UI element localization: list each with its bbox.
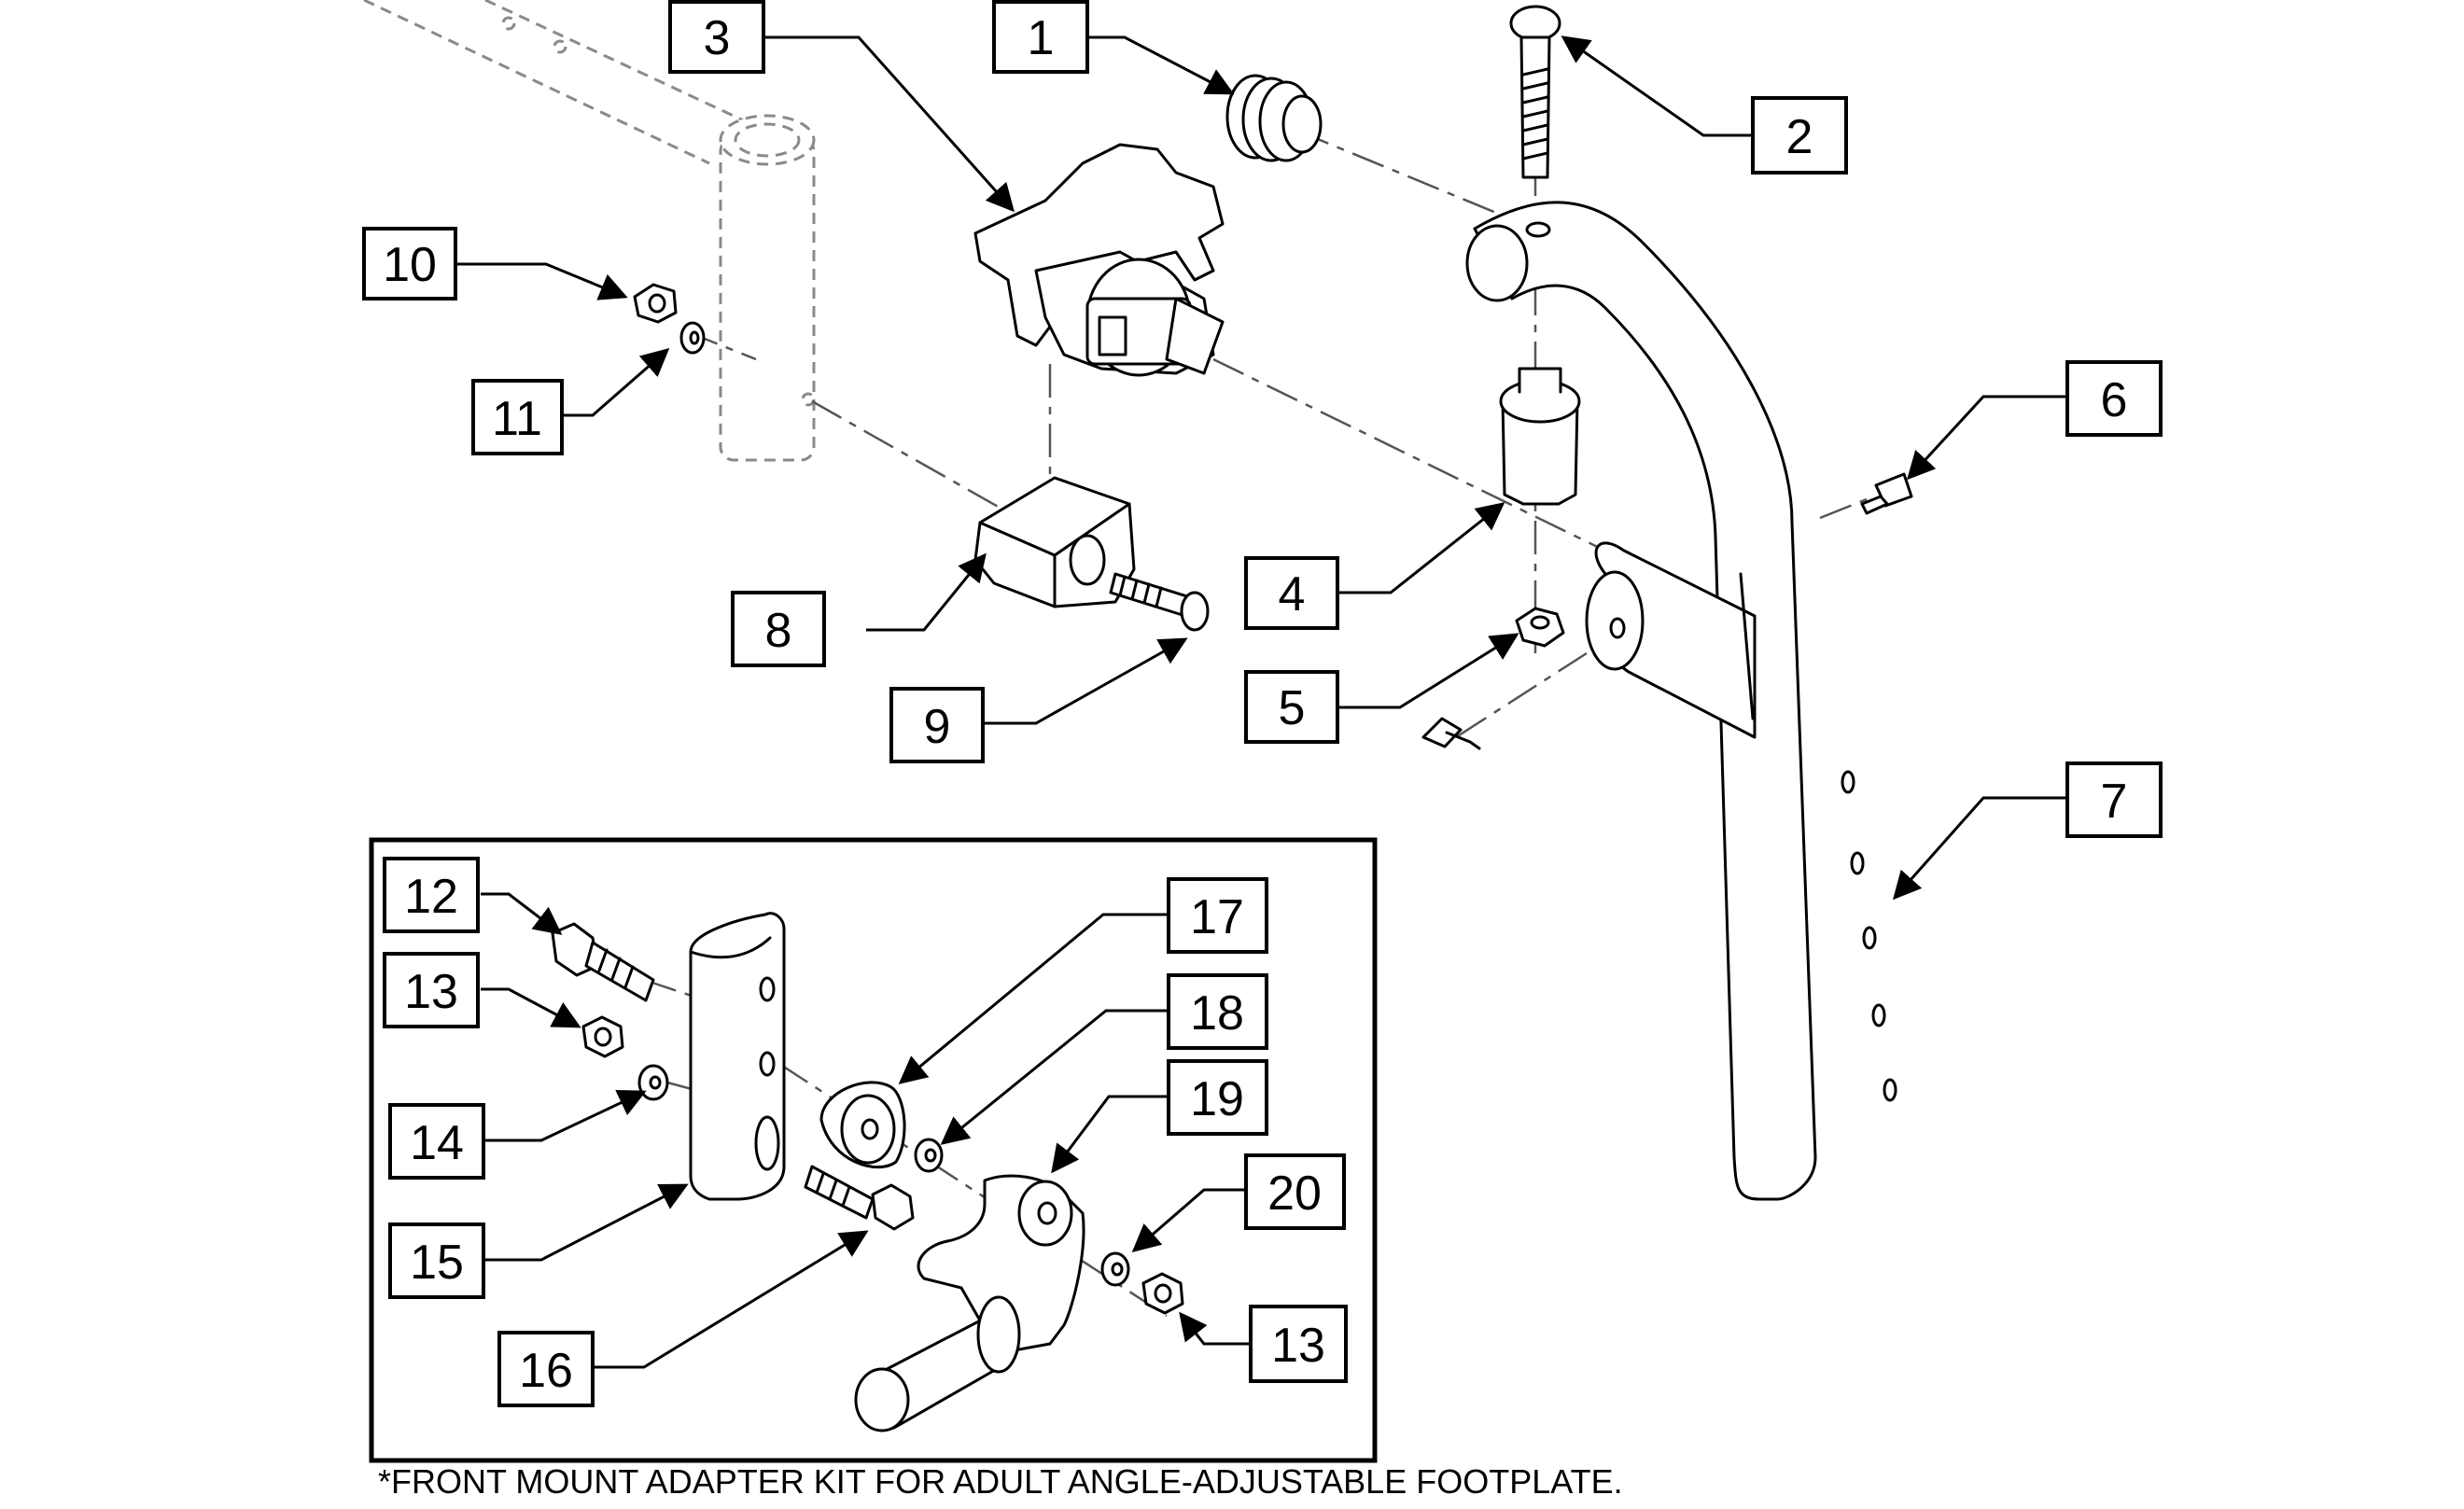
- callout-15: 15: [388, 1223, 485, 1299]
- part-13-nut-lower: [1141, 1272, 1184, 1315]
- callout-16: 16: [497, 1331, 595, 1407]
- callout-11: 11: [471, 379, 564, 455]
- callout-2-label: 2: [1786, 110, 1813, 164]
- callout-6-label: 6: [2101, 373, 2128, 427]
- callout-13-lower-label: 13: [1271, 1319, 1325, 1373]
- callout-19-label: 19: [1190, 1072, 1244, 1126]
- small-screw-lower: [1421, 717, 1481, 750]
- part-10-nut: [633, 283, 678, 324]
- callout-14: 14: [388, 1103, 485, 1180]
- callout-13-upper-label: 13: [404, 965, 458, 1019]
- adapter-kit-footnote: *FRONT MOUNT ADAPTER KIT FOR ADULT ANGLE…: [378, 1462, 1623, 1501]
- callout-5-label: 5: [1279, 681, 1306, 735]
- callout-11-label: 11: [492, 392, 542, 446]
- part-12-bolt: [551, 922, 655, 1002]
- part-9-screw: [1109, 572, 1210, 632]
- callout-10-label: 10: [383, 238, 437, 292]
- callout-6: 6: [2065, 360, 2163, 437]
- part-11-washer: [679, 321, 706, 355]
- callout-17-label: 17: [1190, 890, 1244, 944]
- callout-19: 19: [1167, 1059, 1268, 1136]
- callout-4: 4: [1244, 556, 1339, 630]
- part-1-bumper: [1225, 74, 1323, 162]
- callout-12: 12: [383, 857, 480, 933]
- part-14-washer: [637, 1064, 669, 1101]
- part-13-nut-upper: [581, 1015, 624, 1058]
- part-5-nut: [1515, 607, 1565, 648]
- callout-3-label: 3: [704, 11, 731, 65]
- part-19-pivot-mount: [854, 1174, 1085, 1432]
- callout-1: 1: [992, 0, 1089, 74]
- part-18-washer: [914, 1138, 944, 1173]
- part-7-frame-tube: [1465, 201, 1897, 1201]
- part-6-small-screw: [1860, 472, 1913, 515]
- callout-13-upper: 13: [383, 952, 480, 1028]
- part-17-spacer: [819, 1081, 906, 1169]
- part-16-bolt: [804, 1165, 915, 1231]
- callout-17: 17: [1167, 877, 1268, 954]
- callout-7-label: 7: [2101, 775, 2128, 829]
- callout-14-label: 14: [410, 1116, 464, 1170]
- callout-7: 7: [2065, 761, 2163, 838]
- callout-15-label: 15: [410, 1236, 464, 1290]
- callout-18-label: 18: [1190, 986, 1244, 1041]
- callout-8-label: 8: [765, 604, 792, 658]
- adapter-kit-inset-frame: [369, 837, 1378, 1463]
- callout-1-label: 1: [1028, 11, 1055, 65]
- callout-9-label: 9: [924, 700, 951, 754]
- part-2-screw: [1509, 5, 1561, 179]
- callout-13-lower: 13: [1249, 1305, 1348, 1383]
- callout-3: 3: [668, 0, 765, 74]
- part-20-washer: [1100, 1251, 1130, 1287]
- callout-16-label: 16: [519, 1344, 573, 1398]
- part-8-clamp: [973, 476, 1136, 608]
- part-15-bracket: [689, 912, 786, 1201]
- part-3-release-lever: [973, 143, 1225, 377]
- callout-18: 18: [1167, 973, 1268, 1050]
- ghost-frame-tube: [363, 0, 816, 462]
- callout-10: 10: [362, 227, 457, 300]
- callout-9: 9: [889, 687, 985, 763]
- callout-20: 20: [1244, 1153, 1346, 1230]
- callout-4-label: 4: [1279, 567, 1306, 622]
- callout-8: 8: [731, 591, 826, 667]
- callout-20-label: 20: [1267, 1167, 1322, 1221]
- callout-5: 5: [1244, 670, 1339, 744]
- callout-12-label: 12: [404, 870, 458, 924]
- leader-lines: [455, 35, 2067, 1369]
- callout-2: 2: [1751, 96, 1848, 175]
- part-4-receiver: [1499, 367, 1581, 506]
